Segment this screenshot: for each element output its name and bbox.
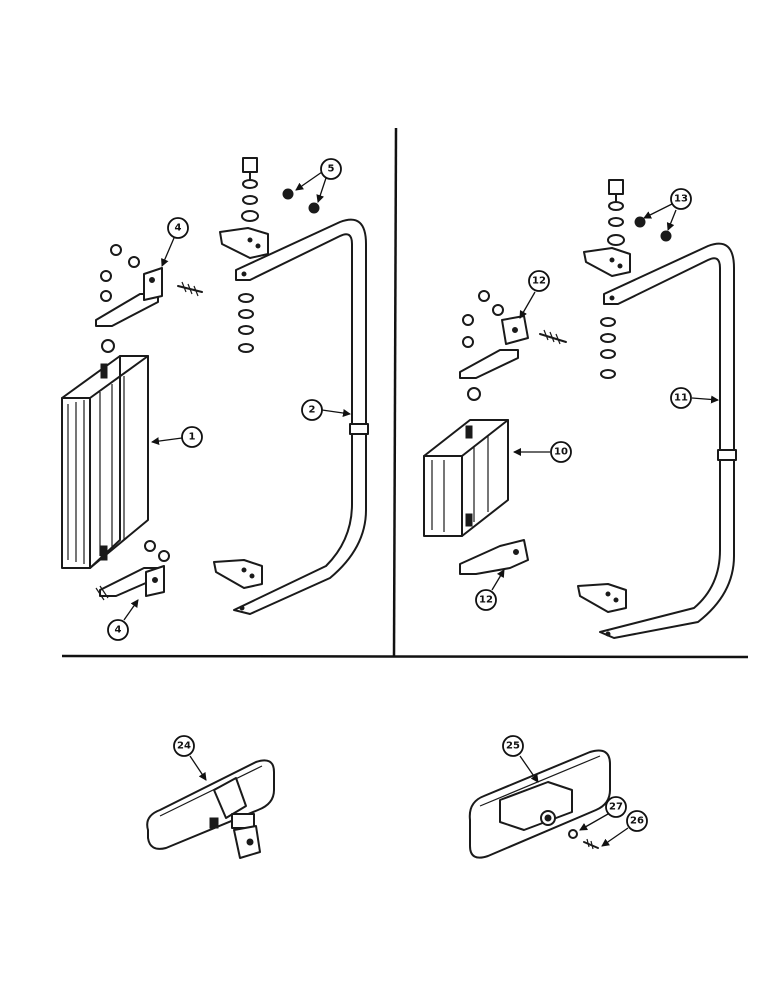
svg-text:26: 26 [630, 816, 644, 827]
callout-2: 2 [301, 399, 351, 421]
callout-4-upper: 4 [161, 217, 189, 267]
mirror-tube-arm [233, 218, 369, 615]
callout-24: 24 [173, 735, 207, 781]
callout-27: 27 [579, 796, 627, 831]
callout-12-upper: 12 [519, 270, 550, 319]
lower-support-plate [213, 559, 263, 589]
callout-12-lower: 12 [475, 569, 505, 611]
svg-text:1: 1 [189, 432, 196, 443]
callout-11: 11 [670, 387, 719, 409]
callout-26: 26 [601, 810, 648, 847]
upper-support-plate [219, 227, 269, 259]
callout-10: 10 [513, 441, 572, 463]
callout-25: 25 [502, 735, 539, 783]
mirror-bracket-upper [95, 244, 203, 353]
mirror-tube-arm-right [599, 242, 737, 639]
mirror-bracket-upper-right [459, 290, 567, 401]
svg-text:11: 11 [674, 393, 688, 404]
mirror-head-large [61, 355, 149, 569]
horizontal-divider [61, 654, 749, 659]
svg-text:4: 4 [175, 223, 182, 234]
callout-13: 13 [643, 188, 692, 231]
hardware-stack-middle [238, 293, 254, 353]
vertical-divider [392, 127, 398, 657]
svg-text:10: 10 [554, 447, 568, 458]
svg-text:12: 12 [532, 276, 546, 287]
hardware-stack-middle-right [600, 317, 616, 379]
callout-1: 1 [151, 426, 203, 448]
callout-5: 5 [295, 158, 342, 203]
svg-text:4: 4 [115, 625, 122, 636]
svg-text:25: 25 [506, 741, 520, 752]
mirror-bracket-lower [95, 540, 170, 601]
upper-support-plate-right [583, 247, 631, 277]
hardware-stack-top [241, 157, 320, 222]
svg-text:2: 2 [309, 405, 316, 416]
mirror-bracket-lower-right [459, 539, 529, 575]
svg-text:13: 13 [674, 194, 688, 205]
mirror-head-small [423, 419, 509, 537]
hardware-stack-top-right [607, 179, 672, 246]
right-mirror-assembly [423, 179, 737, 639]
interior-mirror-24 [146, 759, 275, 859]
svg-text:27: 27 [609, 802, 623, 813]
svg-text:5: 5 [328, 164, 335, 175]
interior-mirror-25 [468, 749, 611, 859]
callout-4-lower: 4 [107, 599, 139, 641]
svg-text:12: 12 [479, 595, 493, 606]
left-mirror-assembly [61, 157, 369, 615]
svg-text:24: 24 [177, 741, 191, 752]
lower-support-plate-right [577, 583, 627, 613]
